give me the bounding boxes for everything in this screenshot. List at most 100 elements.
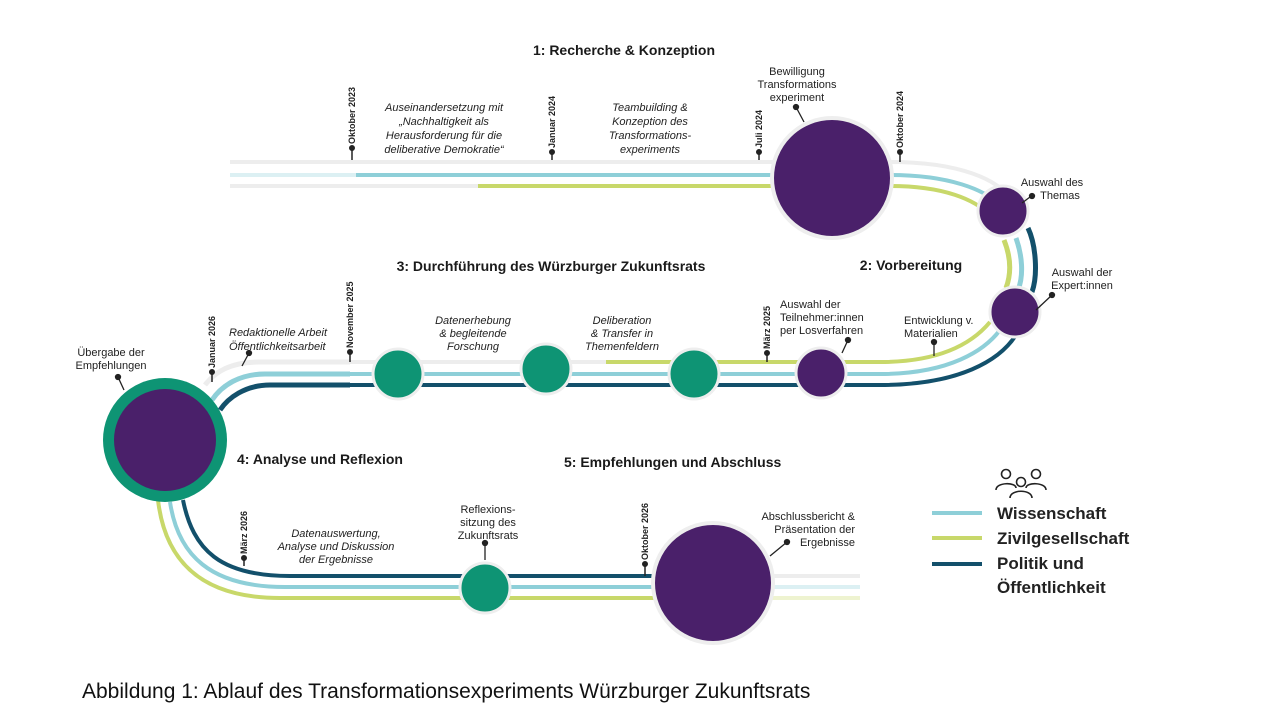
- event-reflexionssitzung: [458, 561, 512, 615]
- track-curve-right-ziv-mid: [1001, 239, 1013, 289]
- svg-text:Entwicklung v.: Entwicklung v.: [904, 315, 974, 327]
- svg-text:Datenauswertung,: Datenauswertung,: [291, 528, 380, 540]
- svg-text:Themenfeldern: Themenfeldern: [585, 341, 659, 353]
- svg-text:„Nachhaltigkeit als: „Nachhaltigkeit als: [398, 116, 489, 128]
- svg-text:Herausforderung für die: Herausforderung für die: [386, 130, 502, 142]
- svg-text:Analyse und Diskussion: Analyse und Diskussion: [277, 541, 395, 553]
- label-auswahl-teilnehmer: Auswahl der Teilnehmer:innen per Losverf…: [780, 299, 864, 337]
- activity-deliberation: Deliberation & Transfer in Themenfeldern: [585, 315, 659, 353]
- svg-text:& begleitende: & begleitende: [439, 328, 506, 340]
- activity-redaktionelle-arbeit: Redaktionelle Arbeit Öffentlichkeitsarbe…: [229, 327, 328, 353]
- svg-text:Abschlussbericht &: Abschlussbericht &: [761, 511, 855, 523]
- track-curve-left-gray: [203, 359, 350, 387]
- svg-text:Teilnehmer:innen: Teilnehmer:innen: [780, 312, 864, 324]
- date-oktober-2023: Oktober 2023: [347, 87, 357, 144]
- tracks: [156, 160, 1038, 600]
- svg-text:deliberative Demokratie“: deliberative Demokratie“: [384, 144, 505, 156]
- nodes: [103, 116, 1042, 645]
- svg-text:Auswahl der: Auswahl der: [1052, 267, 1113, 279]
- svg-text:Transformations-: Transformations-: [609, 130, 692, 142]
- track-curve-right-wiss-mid: [1013, 237, 1025, 291]
- svg-text:Auseinandersetzung mit: Auseinandersetzung mit: [384, 102, 504, 114]
- date-januar-2026: Januar 2026: [207, 316, 217, 368]
- event-zukunftsrat-1: [371, 347, 425, 401]
- svg-text:Reflexions-: Reflexions-: [460, 504, 515, 516]
- legend-label-wissenschaft: Wissenschaft: [997, 504, 1107, 523]
- track-curve-right-ziv-bot: [879, 320, 992, 364]
- event-zukunftsrat-2: [519, 342, 573, 396]
- milestone-auswahl-expertinnen: [988, 285, 1042, 339]
- label-bewilligung: Bewilligung Transformations experiment: [757, 66, 837, 104]
- svg-text:Öffentlichkeitsarbeit: Öffentlichkeitsarbeit: [229, 341, 327, 353]
- legend: Wissenschaft Zivilgesellschaft Politik u…: [932, 468, 1130, 597]
- activity-datenauswertung: Datenauswertung, Analyse und Diskussion …: [277, 528, 395, 566]
- svg-text:Übergabe der: Übergabe der: [77, 347, 145, 359]
- label-entwicklung-materialien: Entwicklung v. Materialien: [904, 315, 974, 340]
- milestone-bewilligung: [770, 116, 894, 240]
- svg-text:Präsentation der: Präsentation der: [774, 524, 855, 536]
- label-uebergabe: Übergabe der Empfehlungen: [76, 347, 147, 372]
- svg-text:Auswahl des: Auswahl des: [1021, 177, 1084, 189]
- phase-5-title: 5: Empfehlungen und Abschluss: [564, 454, 781, 470]
- milestone-auswahl-thema: [976, 184, 1030, 238]
- activity-teambuilding: Teambuilding & Konzeption des Transforma…: [609, 102, 692, 156]
- phase-1-title: 1: Recherche & Konzeption: [533, 42, 715, 58]
- svg-text:der Ergebnisse: der Ergebnisse: [299, 554, 373, 566]
- svg-text:per Losverfahren: per Losverfahren: [780, 325, 863, 337]
- people-group-icon: [995, 468, 1047, 499]
- date-markers: [209, 145, 903, 576]
- date-oktober-2026: Oktober 2026: [640, 503, 650, 560]
- svg-text:experiments: experiments: [620, 144, 680, 156]
- milestone-abschlussbericht: [651, 521, 775, 645]
- phase-3-title: 3: Durchführung des Würzburger Zukunftsr…: [397, 258, 706, 274]
- svg-text:Zukunftsrats: Zukunftsrats: [458, 530, 519, 542]
- label-auswahl-expertinnen: Auswahl der Expert:innen: [1051, 267, 1113, 292]
- svg-text:& Transfer in: & Transfer in: [591, 328, 653, 340]
- label-auswahl-thema: Auswahl des Themas: [1021, 177, 1084, 202]
- track-curve-bottom-wiss: [168, 501, 860, 589]
- milestone-uebergabe-inner: [114, 389, 216, 491]
- svg-text:Ergebnisse: Ergebnisse: [800, 537, 855, 549]
- svg-text:Teambuilding &: Teambuilding &: [612, 102, 687, 114]
- legend-label-zivilgesellschaft: Zivilgesellschaft: [997, 529, 1130, 548]
- svg-text:Themas: Themas: [1040, 190, 1080, 202]
- activity-auseinandersetzung: Auseinandersetzung mit „Nachhaltigkeit a…: [384, 102, 505, 156]
- svg-text:Forschung: Forschung: [447, 341, 500, 353]
- svg-text:experiment: experiment: [770, 92, 824, 104]
- legend-label-politik: Politik und: [997, 554, 1084, 573]
- svg-text:Redaktionelle Arbeit: Redaktionelle Arbeit: [229, 327, 328, 339]
- track-curve-bottom-ziv: [156, 499, 860, 600]
- event-zukunftsrat-3: [667, 347, 721, 401]
- track-curve-right-pol-bot: [879, 333, 1018, 387]
- svg-text:Auswahl der: Auswahl der: [780, 299, 841, 311]
- label-reflexionssitzung: Reflexions- sitzung des Zukunftsrats: [458, 504, 519, 542]
- label-abschlussbericht: Abschlussbericht & Präsentation der Erge…: [761, 511, 855, 549]
- date-november-2025: November 2025: [345, 281, 355, 348]
- pointer-lines: [114, 103, 1056, 560]
- svg-text:sitzung des: sitzung des: [460, 517, 516, 529]
- track-curve-right-pol-mid: [1025, 226, 1038, 293]
- track-curve-left-wiss: [209, 371, 350, 402]
- svg-text:Konzeption des: Konzeption des: [612, 116, 688, 128]
- phase-2-title: 2: Vorbereitung: [860, 257, 962, 273]
- date-maerz-2026: März 2026: [239, 511, 249, 554]
- milestone-auswahl-teilnehmer: [794, 346, 848, 400]
- track-curve-bottom-pol: [181, 499, 655, 578]
- svg-text:Bewilligung: Bewilligung: [769, 66, 825, 78]
- activity-datenerhebung: Datenerhebung & begleitende Forschung: [435, 315, 512, 353]
- svg-text:Materialien: Materialien: [904, 328, 958, 340]
- svg-text:Deliberation: Deliberation: [593, 315, 652, 327]
- svg-text:Datenerhebung: Datenerhebung: [435, 315, 512, 327]
- legend-label-oeffentlichkeit: Öffentlichkeit: [997, 578, 1106, 597]
- svg-text:Transformations: Transformations: [757, 79, 837, 91]
- track-curve-left-pol: [217, 382, 350, 412]
- date-juli-2024: Juli 2024: [754, 110, 764, 148]
- svg-text:Empfehlungen: Empfehlungen: [76, 360, 147, 372]
- phase-4-title: 4: Analyse und Reflexion: [237, 451, 403, 467]
- date-maerz-2025: März 2025: [762, 306, 772, 349]
- date-januar-2024: Januar 2024: [547, 96, 557, 148]
- date-oktober-2024: Oktober 2024: [895, 91, 905, 148]
- svg-text:Expert:innen: Expert:innen: [1051, 280, 1113, 292]
- figure-caption: Abbildung 1: Ablauf des Transformationse…: [82, 680, 810, 703]
